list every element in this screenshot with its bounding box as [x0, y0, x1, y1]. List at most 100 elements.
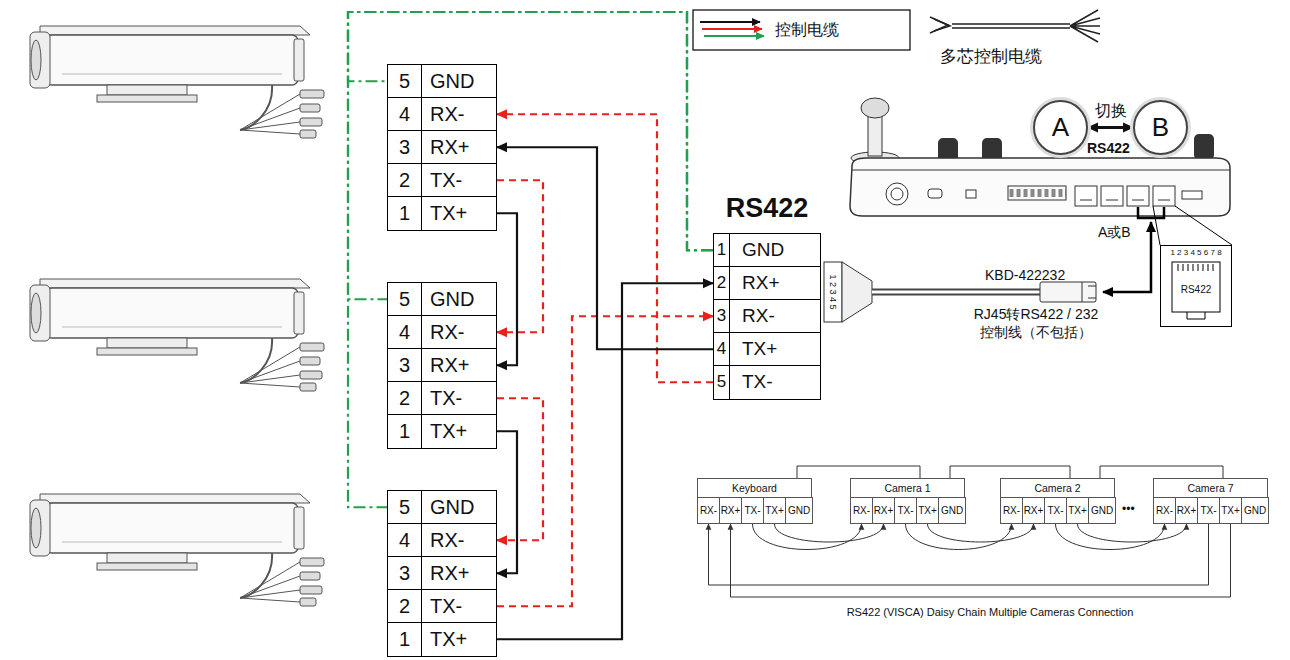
rs422-cable-drawing — [824, 262, 842, 322]
camera-illustration — [30, 494, 324, 606]
pin-numbers: 1 2 3 4 5 6 7 8 — [1161, 247, 1231, 259]
control-cable — [497, 316, 713, 606]
annotation-label: A或B — [1098, 224, 1131, 242]
pin-number: 3 — [388, 131, 422, 164]
block-title: Camera 7 — [1154, 479, 1267, 497]
legend-text: 控制电缆 — [775, 20, 839, 41]
pin-number: 3 — [388, 349, 422, 382]
legend-box — [704, 35, 764, 37]
pin-cell: RX- — [1153, 497, 1176, 524]
pin-cell: RX+ — [1022, 497, 1045, 524]
annotation-label: KBD-422232 — [985, 267, 1065, 283]
control-cable — [497, 398, 543, 540]
pin-cell: TX- — [894, 497, 917, 524]
keyboard-illustration — [891, 188, 903, 200]
keyboard-illustration — [852, 170, 1230, 171]
terminal-row: 3RX- — [713, 299, 821, 334]
pin-number: 4 — [388, 316, 422, 349]
control-cable — [348, 12, 713, 507]
annotation-label: 1 2 3 4 5 — [828, 274, 838, 309]
control-cable — [497, 147, 713, 349]
signal-name: RX+ — [1177, 505, 1197, 516]
daisy-chain-wire — [906, 524, 1012, 550]
signal-name: GND — [941, 505, 963, 516]
keyboard-illustration — [868, 112, 882, 156]
daisy-chain-wire — [928, 524, 1034, 542]
port-letter: A — [1052, 112, 1069, 143]
camera-illustration — [30, 279, 324, 391]
pin-number: 1 — [714, 234, 730, 267]
pin-number: 2 — [388, 164, 422, 197]
signal-name: TX+ — [730, 333, 820, 366]
control-cable — [497, 283, 713, 639]
device-box: Camera 7RX-RX+TX-TX+GND — [1153, 478, 1268, 524]
pin-cell: TX+ — [1066, 497, 1089, 524]
terminal-block: RS422 1GND2RX+3RX-4TX+5TX- — [713, 188, 821, 399]
daisy-chain-wire — [709, 524, 1209, 585]
keyboard-illustration — [1008, 186, 1066, 200]
keyboard-illustration — [1101, 186, 1123, 206]
port-circle: B — [1133, 100, 1188, 155]
pin-cell: TX+ — [763, 497, 786, 524]
daisy-chain-wire — [1078, 524, 1187, 542]
terminal-row: 5TX- — [713, 365, 821, 400]
signal-name: TX- — [730, 366, 820, 399]
keyboard-illustration — [850, 158, 1230, 216]
port-circle: A — [1033, 100, 1088, 155]
signal-name: GND — [788, 505, 810, 516]
keyboard-illustration — [886, 183, 908, 205]
signal-name: RX- — [853, 505, 870, 516]
terminal-row: 2TX- — [387, 381, 497, 416]
terminal-row: 2TX- — [387, 163, 497, 198]
annotation-label: RJ45转RS422 / 232 控制线（不包括） — [968, 306, 1104, 341]
signal-name: TX+ — [765, 505, 784, 516]
terminal-row: 3RX+ — [387, 130, 497, 165]
control-cable — [348, 12, 713, 299]
signal-name: RX+ — [874, 505, 894, 516]
pin-number: 5 — [714, 366, 730, 399]
legend-box — [702, 28, 762, 30]
camera-illustration — [30, 26, 324, 138]
terminal-row: 5GND — [387, 64, 497, 99]
port-selector-arrow — [1103, 206, 1232, 292]
legend-text: 多芯控制电缆 — [940, 45, 1042, 68]
terminal-row: 2RX+ — [713, 266, 821, 301]
annotation-label: ••• — [1122, 502, 1135, 516]
rs422-cable-drawing — [1082, 282, 1096, 302]
keyboard-illustration — [1075, 186, 1097, 206]
terminal-row: 1GND — [713, 233, 821, 268]
signal-name: TX- — [897, 505, 913, 516]
daisy-chain-wire — [731, 524, 1231, 597]
daisy-chain-wire — [753, 524, 862, 550]
pin-number: 5 — [388, 491, 422, 524]
signal-name: GND — [422, 65, 496, 98]
signal-name: RX- — [1156, 505, 1173, 516]
pin-number: 4 — [714, 333, 730, 366]
port-name: RS422 — [1161, 284, 1231, 295]
pin-cell: RX- — [697, 497, 720, 524]
rj45-jack-drawing — [1187, 312, 1205, 319]
block-title: RS422 — [713, 188, 821, 228]
terminal-row: 4RX- — [387, 315, 497, 350]
signal-name: RX- — [422, 316, 496, 349]
signal-name: RX- — [422, 98, 496, 131]
pin-number: 3 — [388, 557, 422, 590]
legend-box — [693, 10, 910, 50]
signal-name: TX- — [744, 505, 760, 516]
pin-number: 4 — [388, 524, 422, 557]
signal-name: RX- — [1003, 505, 1020, 516]
signal-name: RX+ — [721, 505, 741, 516]
signal-name: TX- — [1047, 505, 1063, 516]
pin-cell: RX+ — [872, 497, 895, 524]
signal-name: GND — [422, 283, 496, 316]
keyboard-illustration — [850, 98, 1230, 216]
signal-name: GND — [422, 491, 496, 524]
pin-number: 5 — [388, 283, 422, 316]
rs422-cable-drawing — [872, 291, 1040, 294]
edge-label: 切换 — [1093, 102, 1129, 120]
terminal-row: 3RX+ — [387, 556, 497, 591]
terminal-row: 5GND — [387, 282, 497, 317]
pin-cell: TX- — [1197, 497, 1220, 524]
keyboard-illustration — [966, 190, 976, 198]
